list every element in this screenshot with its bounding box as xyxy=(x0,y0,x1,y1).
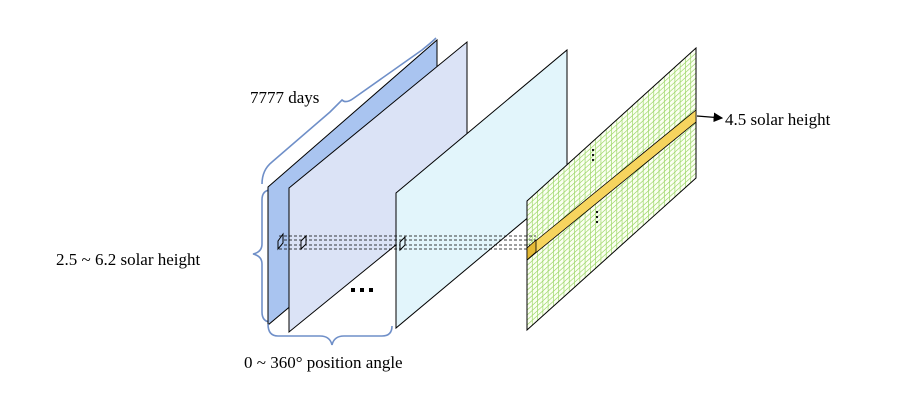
vertical-range-label: 2.5 ~ 6.2 solar height xyxy=(56,250,201,269)
grid-line-row xyxy=(526,162,697,316)
grid-line-row xyxy=(526,147,697,301)
pixel-cell-third xyxy=(399,235,406,252)
grid-line-row xyxy=(526,87,697,241)
grid-line-row xyxy=(526,172,697,326)
grid-vertical-dots xyxy=(591,148,599,224)
grid-line-row xyxy=(526,157,697,311)
selected-height-label: 4.5 solar height xyxy=(725,110,831,129)
highlight-band-end xyxy=(526,239,537,261)
grid-line-row xyxy=(526,167,697,321)
grid-line-row xyxy=(526,82,697,236)
grid-line-row xyxy=(526,127,697,281)
grid-line-row xyxy=(526,92,697,246)
grid-line-row xyxy=(526,62,697,217)
days-brace xyxy=(261,37,437,185)
days-label: 7777 days xyxy=(250,88,319,107)
grid-line-row xyxy=(526,67,697,222)
grid-line-row xyxy=(526,142,697,296)
height-arrow xyxy=(696,112,724,123)
pixel-cell-second xyxy=(300,234,307,251)
ellipsis-dots xyxy=(351,288,373,292)
horizontal-range-brace xyxy=(267,323,393,346)
grid-line-row xyxy=(526,122,697,276)
grid-line-row xyxy=(526,137,697,291)
grid-line-row xyxy=(526,72,697,227)
vertical-range-brace xyxy=(252,189,272,323)
grid-line-row xyxy=(526,57,697,212)
pixel-cell-front xyxy=(277,232,284,251)
horizontal-range-label: 0 ~ 360° position angle xyxy=(244,353,403,372)
grid-line-row xyxy=(526,77,697,232)
grid-line-row xyxy=(526,152,697,306)
grid-line-row xyxy=(526,52,697,207)
grid-line-row xyxy=(526,132,697,286)
